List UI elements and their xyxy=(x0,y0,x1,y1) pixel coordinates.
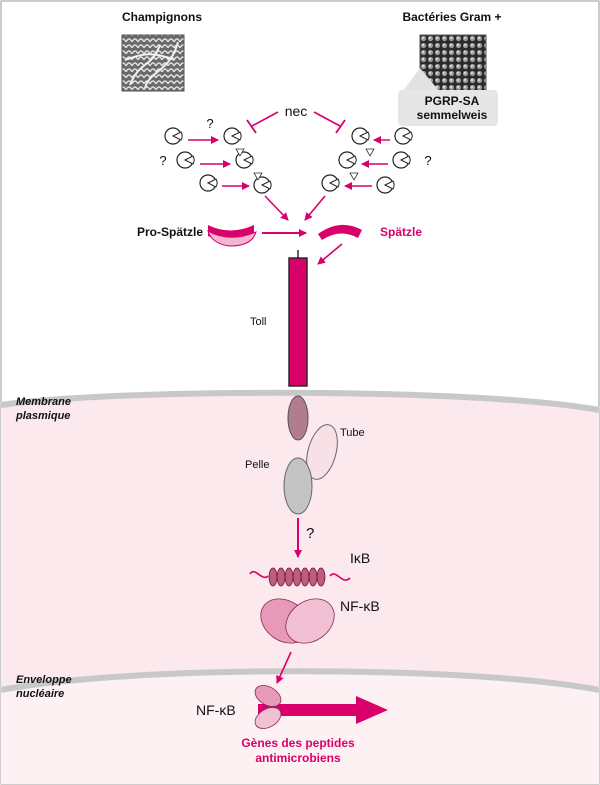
nec-inhibit-left xyxy=(251,111,279,127)
membrane-label-2: plasmique xyxy=(15,410,70,422)
question-mark-2: ? xyxy=(159,153,166,168)
spatzle-label: Spätzle xyxy=(380,225,422,239)
bacteries-label: Bactéries Gram + xyxy=(402,10,501,24)
left-protease-cascade: ? ? xyxy=(159,116,272,194)
champignons-label: Champignons xyxy=(122,10,202,24)
nec-inhibit-right xyxy=(313,111,341,127)
nfkb-subunit-right xyxy=(285,598,335,644)
tube-protein xyxy=(306,424,338,480)
toll-receptor xyxy=(288,257,308,387)
question-mark-4: ? xyxy=(306,525,314,542)
right-protease-cascade: ? xyxy=(321,127,432,194)
pgrp-callout xyxy=(400,68,440,95)
nucleus-region xyxy=(1,671,599,784)
pelle-label: Pelle xyxy=(245,459,269,471)
nfkb-translocation-arrow xyxy=(276,651,292,684)
pro-spatzle-label: Pro-Spätzle xyxy=(137,225,203,239)
gene-arrow-head xyxy=(356,696,388,724)
nfkb-nuclear-subunit-2 xyxy=(254,707,282,729)
nfkb-nuclear-subunit-1 xyxy=(254,685,282,707)
nuclear-envelope xyxy=(0,668,600,693)
pgrp-callout-box xyxy=(398,90,498,126)
nfkb-label: NF-κB xyxy=(340,598,380,614)
enveloppe-label-1: Enveloppe xyxy=(16,674,72,686)
toll-label: Toll xyxy=(250,316,267,328)
enveloppe-label-2: nucléaire xyxy=(16,688,64,700)
plasma-membrane xyxy=(0,389,600,413)
spatzle-to-toll-arrow xyxy=(317,243,343,265)
nec-label: nec xyxy=(285,103,308,119)
gene-arrow-body xyxy=(258,704,358,716)
ikb-label: IκB xyxy=(350,550,370,566)
genes-label-2: antimicrobiens xyxy=(255,751,341,765)
membrane-label-1: Membrane xyxy=(16,396,71,408)
ikb-protein xyxy=(249,567,351,587)
pgrp-label-1: PGRP-SA xyxy=(425,94,480,108)
pelle-protein xyxy=(283,457,313,515)
question-mark-1: ? xyxy=(206,116,213,131)
pgrp-label-2: semmelweis xyxy=(417,108,488,122)
adaptor-protein xyxy=(287,395,309,441)
question-mark-3: ? xyxy=(424,153,431,168)
right-to-spatzle-arrow xyxy=(304,195,326,221)
tube-label: Tube xyxy=(340,427,365,439)
spatzle-shape xyxy=(318,224,362,240)
genes-label-1: Gènes des peptides xyxy=(241,736,355,750)
nfkb-nuclear-label: NF-κB xyxy=(196,702,236,718)
left-to-spatzle-arrow xyxy=(264,195,289,221)
